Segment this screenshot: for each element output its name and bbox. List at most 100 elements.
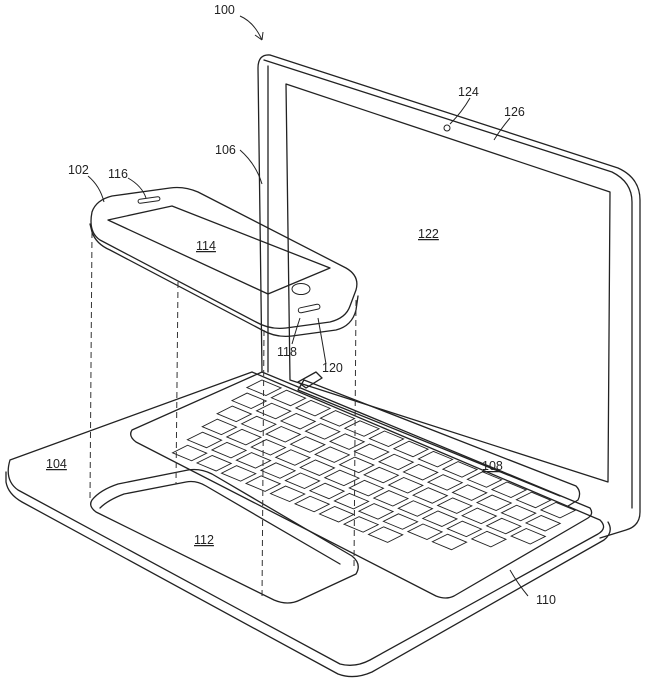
keyboard-keys — [171, 379, 577, 551]
label-116: 116 — [108, 167, 128, 181]
keyboard-key — [451, 484, 488, 501]
keyboard-key — [436, 497, 473, 514]
label-106: 106 — [215, 143, 236, 157]
keyboard-key — [230, 392, 268, 410]
keyboard-key — [171, 444, 208, 462]
keyboard-key — [372, 490, 410, 507]
keyboard-key — [539, 501, 577, 519]
display-housing — [257, 54, 641, 539]
keyboard-key — [485, 517, 522, 535]
speaker-icon — [137, 196, 161, 204]
keyboard-key — [412, 487, 449, 504]
keyboard-key — [186, 431, 223, 449]
keyboard-key — [294, 399, 332, 417]
label-110: 110 — [536, 593, 556, 607]
keyboard-key — [441, 461, 479, 478]
keyboard-key — [220, 465, 257, 482]
keyboard-key — [353, 443, 390, 461]
keyboard-key — [265, 426, 302, 443]
keyboard-key — [323, 469, 361, 487]
keyboard-key — [446, 520, 483, 538]
keyboard-key — [308, 482, 346, 500]
label-118: 118 — [277, 345, 297, 359]
keyboard-key — [259, 462, 297, 479]
label-108: 108 — [482, 459, 503, 473]
label-122: 122 — [418, 227, 439, 241]
label-124: 124 — [458, 85, 479, 99]
keyboard-key — [392, 440, 430, 458]
keyboard-key — [500, 504, 537, 522]
keyboard-key — [382, 513, 419, 530]
label-112: 112 — [194, 533, 214, 547]
keyboard-key — [475, 494, 513, 512]
keyboard-key — [524, 514, 562, 532]
leader-lines — [87, 15, 529, 597]
keyboard-key — [250, 439, 287, 456]
keyboard-key — [387, 477, 424, 494]
phone — [89, 186, 359, 338]
keyboard-key — [216, 405, 253, 423]
label-126: 126 — [504, 105, 525, 119]
keyboard-key — [333, 492, 370, 510]
keyboard-key — [289, 436, 326, 453]
label-120: 120 — [322, 361, 343, 375]
keyboard-key — [421, 510, 459, 527]
keyboard-key — [466, 471, 503, 488]
keyboard-key — [195, 454, 233, 472]
keyboard-key — [314, 446, 351, 463]
keyboard-key — [304, 423, 341, 440]
keyboard-key — [402, 463, 439, 481]
keyboard-key — [293, 495, 331, 513]
cavity — [90, 468, 359, 604]
keyboard-key — [318, 505, 355, 523]
label-102: 102 — [68, 163, 89, 177]
keyboard-key — [368, 430, 405, 448]
laptop-screen-outline — [285, 83, 611, 483]
reference-labels: 100 102 116 106 124 126 114 122 118 120 … — [46, 3, 556, 607]
home-button-icon — [291, 283, 311, 295]
keyboard-key — [515, 491, 552, 509]
connector-tab — [297, 371, 323, 389]
keyboard-key — [406, 523, 444, 541]
keyboard-key — [397, 500, 434, 517]
keyboard-key — [363, 466, 400, 484]
keyboard-key — [235, 452, 272, 469]
keyboard-key — [510, 528, 547, 545]
camera-icon — [443, 124, 451, 132]
keyboard-key — [245, 379, 283, 397]
keyboard-key — [357, 503, 395, 520]
keyboard-key — [490, 481, 528, 499]
keyboard-key — [343, 420, 381, 437]
label-114: 114 — [196, 239, 216, 253]
keyboard-key — [470, 530, 508, 548]
keyboard-key — [240, 415, 277, 433]
keyboard-key — [269, 485, 306, 503]
keyboard-key — [299, 459, 336, 476]
alignment-lines — [89, 231, 357, 601]
laptop-base — [5, 371, 611, 678]
keyboard-key — [367, 526, 404, 543]
keyboard-key — [426, 474, 464, 491]
phone-screen-outline — [107, 205, 331, 295]
keyboard — [130, 371, 593, 599]
keyboard-key — [431, 533, 468, 551]
keyboard-key — [274, 449, 312, 466]
keyboard-key — [377, 453, 415, 471]
label-104: 104 — [46, 457, 67, 471]
keyboard-key — [270, 389, 307, 407]
keyboard-key — [319, 410, 356, 427]
label-100: 100 — [214, 3, 235, 17]
keyboard-key — [279, 412, 317, 430]
keyboard-key — [338, 456, 375, 474]
keyboard-key — [417, 450, 454, 468]
keyboard-key — [461, 507, 498, 525]
keyboard-key — [225, 428, 263, 446]
keyboard-key — [328, 433, 366, 450]
keyboard-key — [201, 418, 238, 436]
keyboard-key — [255, 402, 292, 420]
connector-port-icon — [297, 303, 321, 314]
keyboard-key — [210, 441, 248, 459]
keyboard-key — [342, 516, 380, 533]
keyboard-key — [284, 472, 321, 490]
